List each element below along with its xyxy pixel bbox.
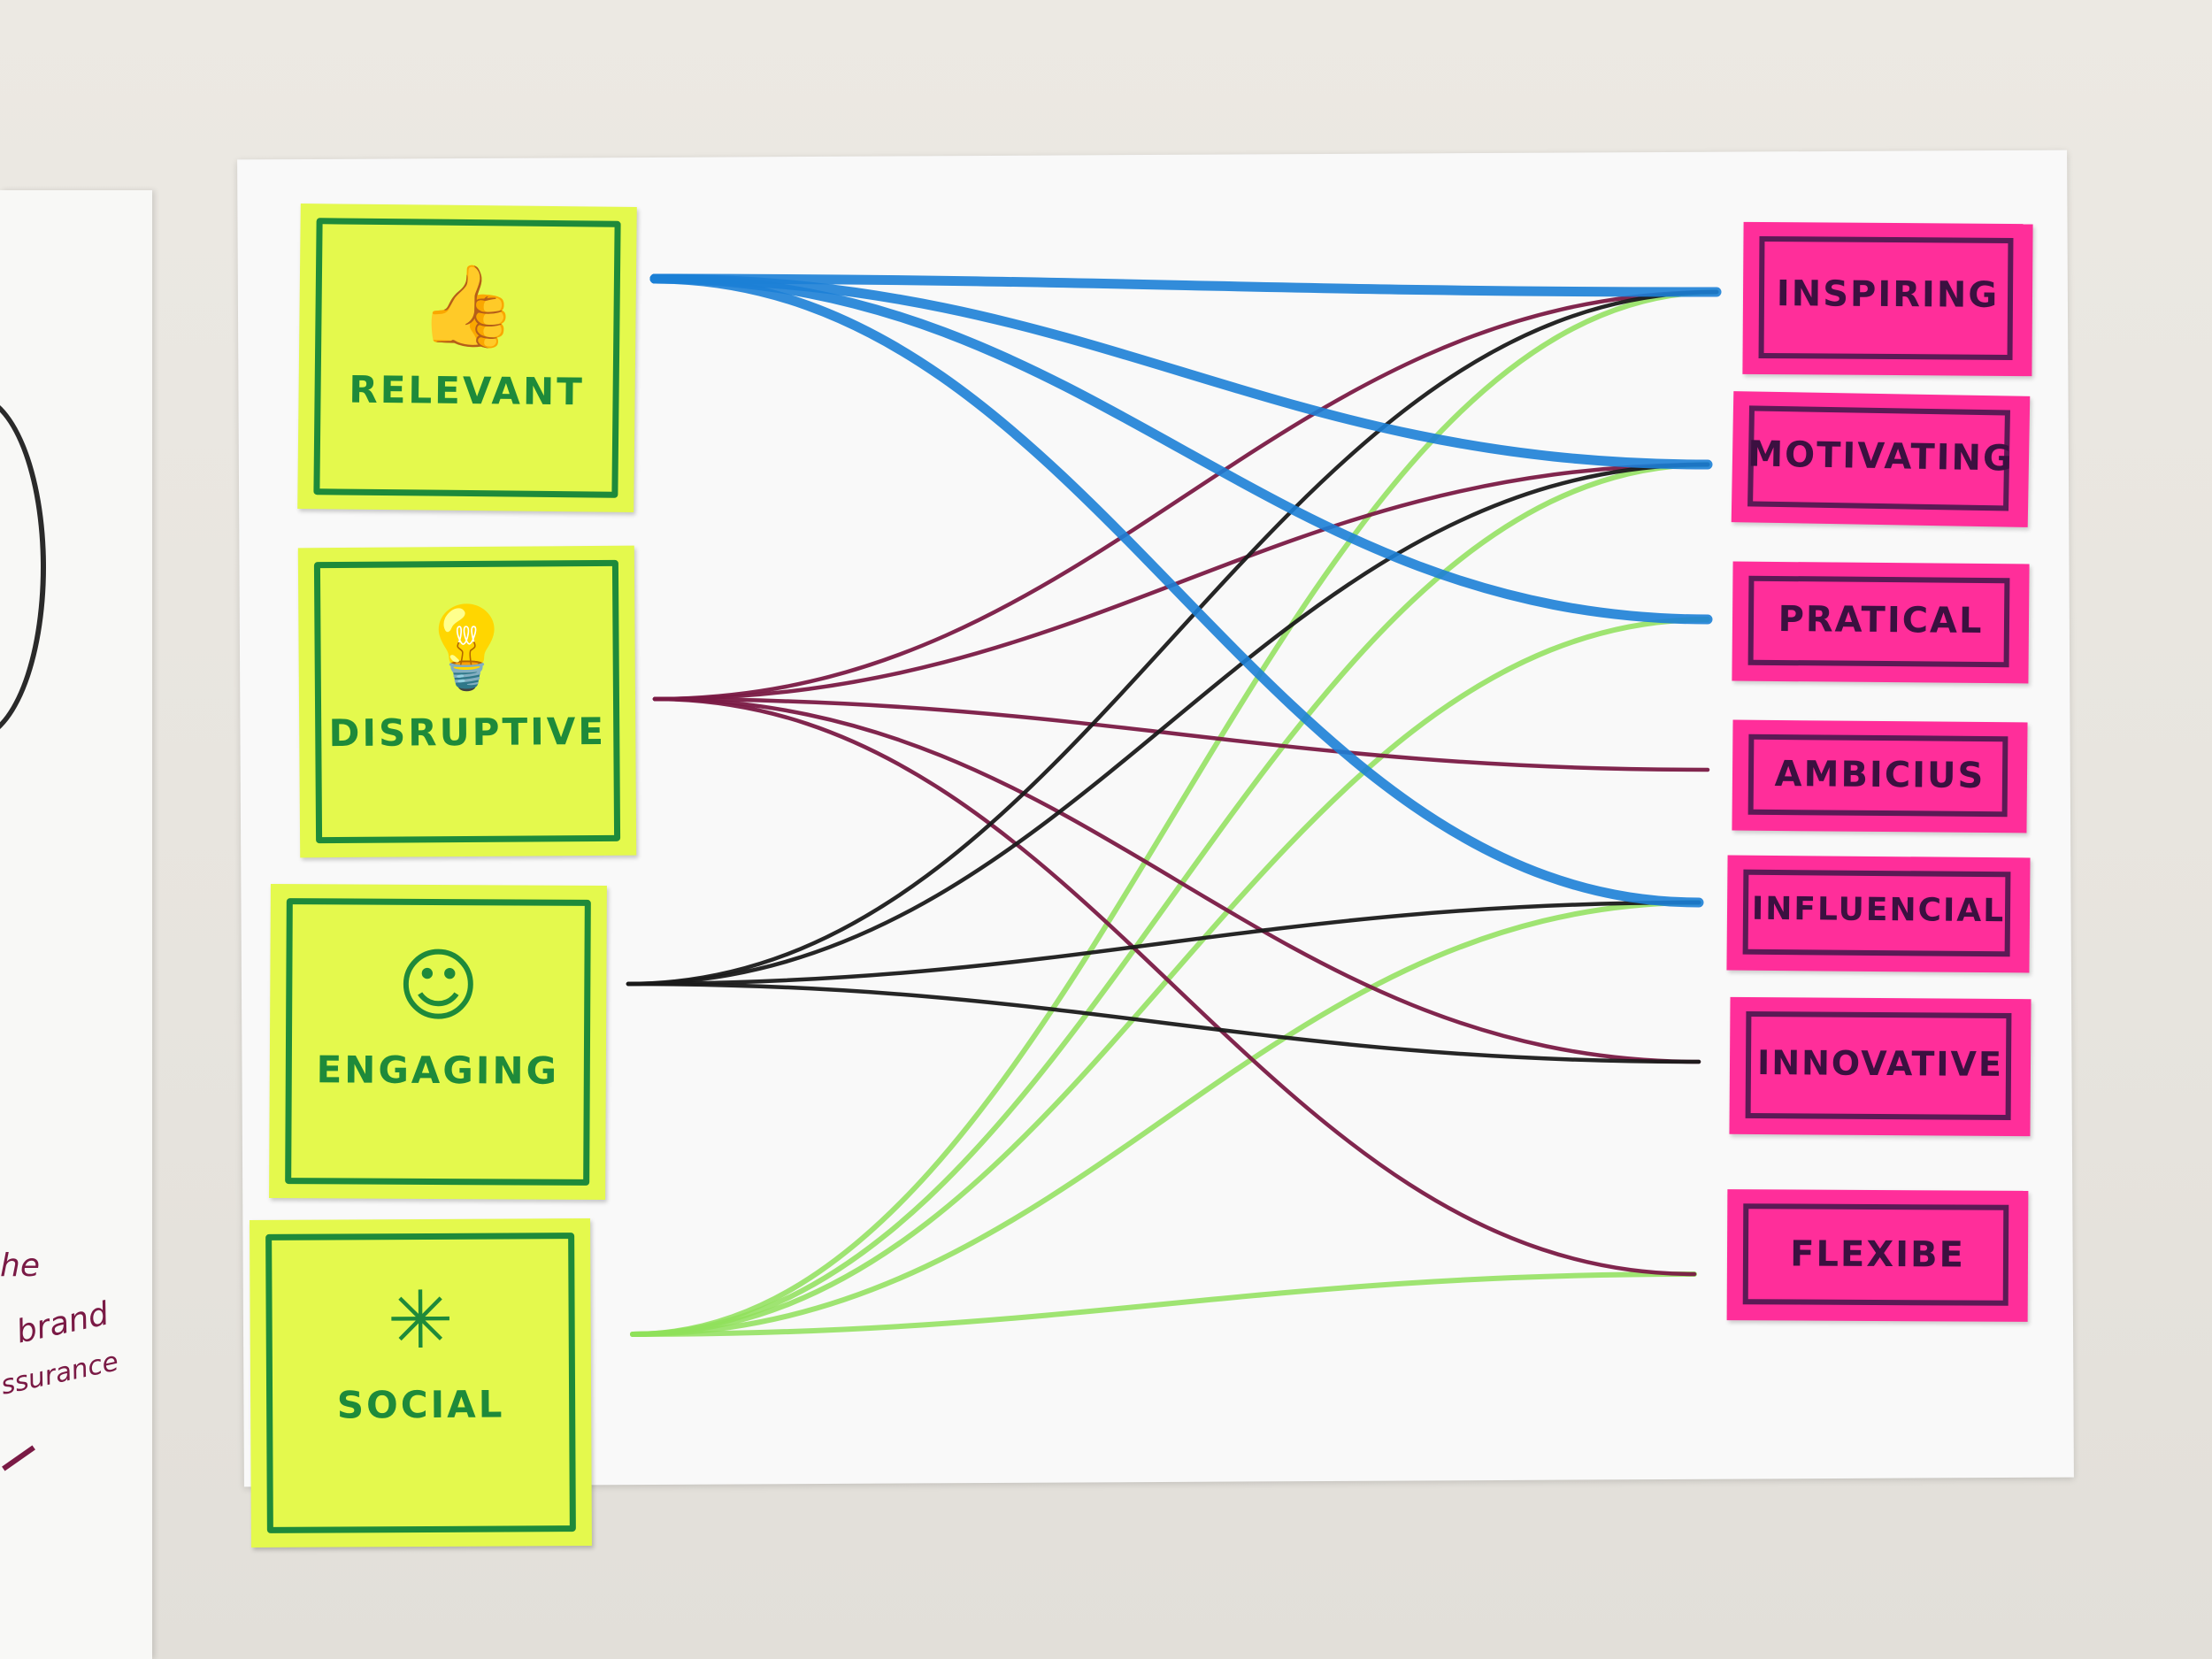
lightbulb-icon: 💡	[417, 601, 517, 695]
target-label-inspiring: INSPIRING	[1776, 273, 2000, 316]
connection-social-to-flexibe	[630, 1271, 1697, 1337]
connection-social-to-motivating	[630, 462, 1710, 1337]
smiley-sun-icon: ☺	[396, 939, 480, 1033]
target-influencial: INFLUENCIAL	[1726, 855, 2031, 973]
sticky-social: ✳ SOCIAL	[250, 1217, 592, 1548]
connection-engaging-to-innovative	[626, 981, 1701, 1064]
connection-relevant-to-pratical	[649, 273, 1713, 625]
target-label-flexibe: FLEXIBE	[1790, 1233, 1965, 1276]
connection-disruptive-to-inspiring	[652, 289, 1719, 702]
target-label-pratical: PRATICAL	[1778, 598, 1984, 642]
connection-engaging-to-motivating	[626, 462, 1710, 987]
connection-engaging-to-inspiring	[626, 289, 1719, 987]
adjacent-paper-sheet: he brand ssurance	[0, 190, 152, 1659]
thumbs-up-icon: 👍	[418, 259, 518, 354]
sticky-label-disruptive: DISRUPTIVE	[328, 709, 607, 756]
target-ambicius: AMBICIUS	[1732, 719, 2028, 833]
connection-relevant-to-influencial	[649, 273, 1704, 908]
connection-disruptive-to-innovative	[652, 696, 1701, 1064]
connection-relevant-to-motivating	[649, 273, 1713, 470]
target-label-ambicius: AMBICIUS	[1774, 753, 1985, 797]
target-flexibe: FLEXIBE	[1726, 1189, 2029, 1322]
sticky-relevant: 👍 RELEVANT	[297, 204, 637, 512]
margin-note-1: he	[0, 1248, 40, 1284]
network-node-icon: ✳	[387, 1273, 455, 1368]
sticky-disruptive: 💡 DISRUPTIVE	[297, 545, 637, 858]
connection-disruptive-to-motivating	[652, 462, 1710, 702]
target-innovative: INNOVATIVE	[1729, 996, 2032, 1137]
target-label-motivating: MOTIVATING	[1747, 434, 2015, 480]
connection-social-to-pratical	[630, 617, 1710, 1337]
sticky-label-engaging: ENGAGING	[316, 1048, 560, 1093]
sticky-label-social: SOCIAL	[336, 1382, 505, 1427]
target-motivating: MOTIVATING	[1731, 391, 2031, 527]
target-inspiring: INSPIRING	[1742, 221, 2033, 377]
target-pratical: PRATICAL	[1732, 561, 2030, 684]
connection-relevant-to-inspiring	[649, 273, 1722, 297]
connection-disruptive-to-flexibe	[652, 696, 1697, 1277]
sticky-label-relevant: RELEVANT	[349, 367, 586, 414]
target-label-innovative: INNOVATIVE	[1756, 1043, 2004, 1084]
connection-disruptive-to-ambicius	[652, 696, 1710, 772]
connection-social-to-influencial	[630, 900, 1701, 1337]
connection-social-to-inspiring	[630, 289, 1719, 1337]
target-label-influencial: INFLUENCIAL	[1751, 890, 2006, 930]
sticky-engaging: ☺ ENGAGING	[269, 884, 607, 1200]
connection-engaging-to-influencial	[626, 900, 1701, 987]
